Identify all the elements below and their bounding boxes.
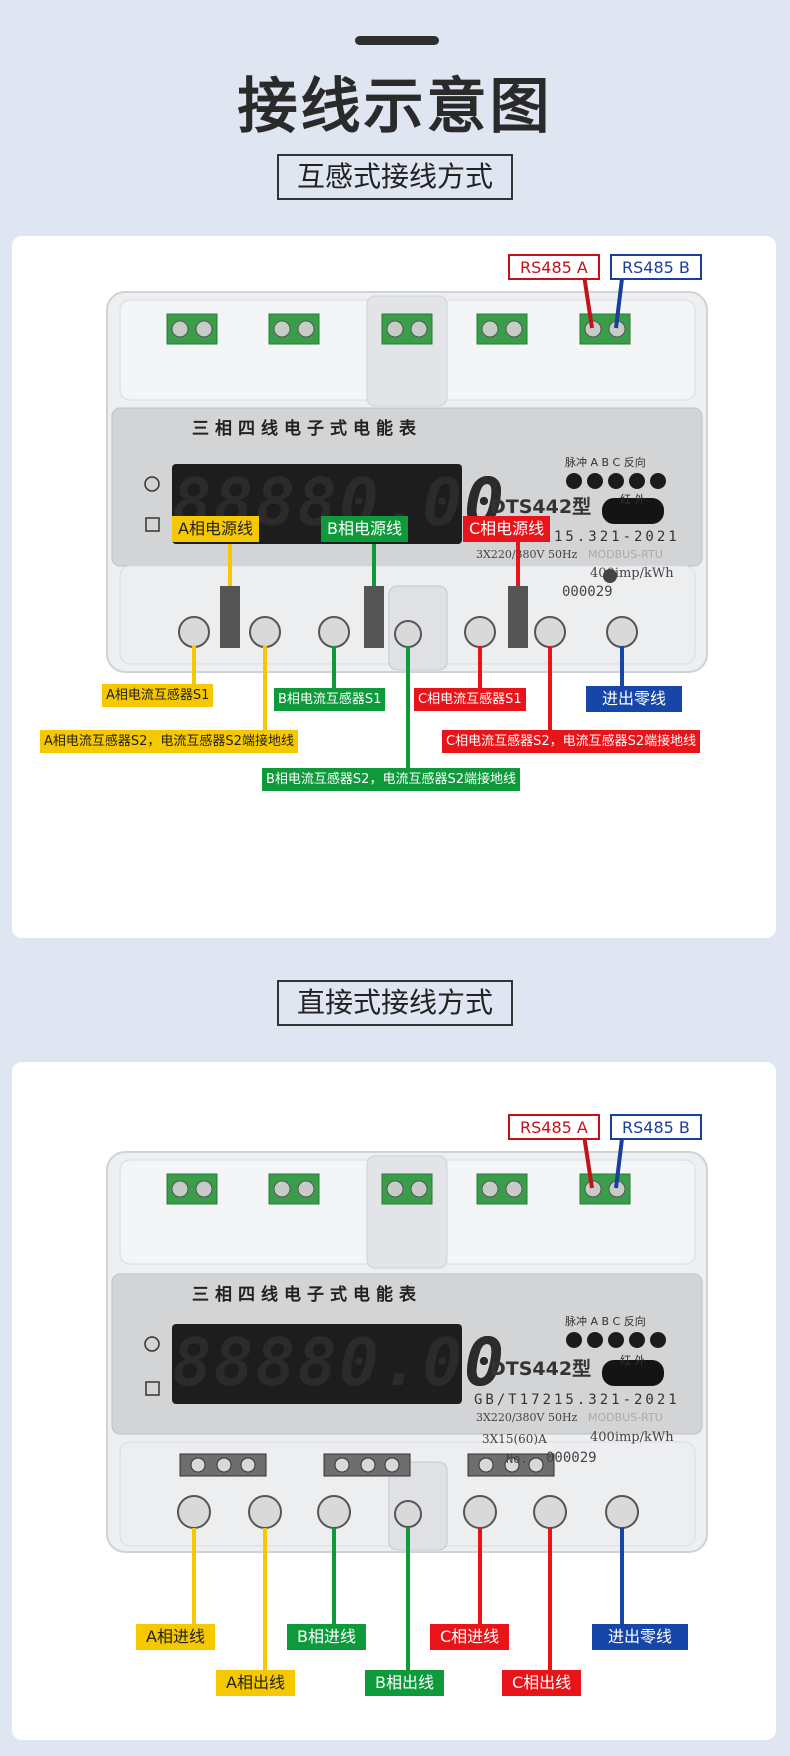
page-title: 接线示意图 [237, 72, 553, 142]
label-b-in: B相进线 [287, 1624, 366, 1650]
label-neutral-ct: 进出零线 [586, 686, 683, 712]
meter-serial-label: No. [506, 1452, 528, 1466]
meter-standard: GB/T17215.321-2021 [474, 1392, 680, 1408]
label-a-power: A相电源线 [172, 516, 259, 542]
meter-serial: 000029 [546, 1450, 597, 1466]
meter-spec: 3X220/380V 50Hz [476, 1411, 578, 1424]
label-c-power: C相电源线 [463, 516, 551, 542]
label-b-out: B相出线 [365, 1670, 444, 1696]
label-b-s2: B相电流互感器S2，电流互感器S2端接地线 [262, 768, 520, 791]
section-title-ct: 互感式接线方式 [277, 154, 513, 200]
rs485-b-label: RS485 B [610, 1114, 702, 1140]
meter-impulse: 400imp/kWh [590, 1430, 674, 1445]
meter-serial: 000029 [562, 584, 613, 600]
indicator-labels: 脉冲 A B C 反向 [565, 456, 646, 469]
rs485-a-label: RS485 A [508, 1114, 600, 1140]
diagram-panel-ct: RS485 A RS485 B 三相四线电子式电能表 88880.00 脉冲 A… [12, 236, 776, 938]
label-b-s1: B相电流互感器S1 [274, 688, 386, 711]
meter-title: 三相四线电子式电能表 [192, 1285, 422, 1305]
meter-model: DTS442型 [490, 1358, 592, 1380]
section-title-direct: 直接式接线方式 [277, 980, 513, 1026]
label-neutral-direct: 进出零线 [592, 1624, 689, 1650]
lcd-display: 88880.00 [172, 1324, 504, 1404]
label-a-s2: A相电流互感器S2，电流互感器S2端接地线 [40, 730, 298, 753]
label-c-out: C相出线 [502, 1670, 582, 1696]
rs485-b-label: RS485 B [610, 254, 702, 280]
label-a-s1: A相电流互感器S1 [102, 684, 214, 707]
diagram-panel-direct: RS485 A RS485 B 三相四线电子式电能表 88880.00 脉冲 A… [12, 1062, 776, 1740]
meter-model: DTS442型 [490, 496, 592, 518]
label-a-out: A相出线 [216, 1670, 295, 1696]
meter-illustration-ct [106, 261, 708, 768]
label-c-s2: C相电流互感器S2，电流互感器S2端接地线 [442, 730, 701, 753]
infrared-label: 红 外 [620, 493, 646, 506]
label-c-in: C相进线 [430, 1624, 510, 1650]
meter-title: 三相四线电子式电能表 [192, 419, 422, 439]
indicator-labels: 脉冲 A B C 反向 [565, 1315, 646, 1328]
infrared-label: 红 外 [620, 1354, 646, 1367]
label-c-s1: C相电流互感器S1 [414, 688, 526, 711]
label-b-power: B相电源线 [321, 516, 408, 542]
label-a-in: A相进线 [136, 1624, 215, 1650]
meter-protocol: MODBUS-RTU [588, 548, 663, 561]
meter-impulse: 400imp/kWh [590, 566, 674, 581]
decorative-bar [355, 36, 439, 45]
rs485-a-label: RS485 A [508, 254, 600, 280]
meter-protocol: MODBUS-RTU [588, 1411, 663, 1424]
meter-current: 3X15(60)A [482, 1432, 547, 1446]
meter-spec: 3X220/380V 50Hz [476, 548, 578, 561]
